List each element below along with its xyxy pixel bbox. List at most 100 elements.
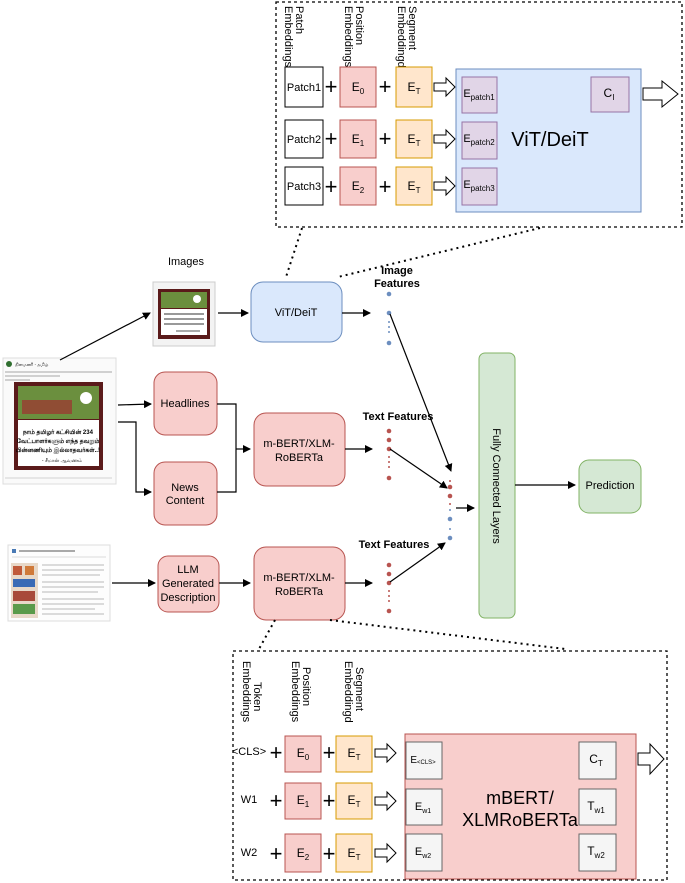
vit-seg-emb-2 bbox=[395, 166, 433, 206]
image-thumbnail bbox=[152, 281, 216, 347]
bert-header-token-line2: Embeddings bbox=[240, 661, 252, 723]
vit-pos-emb-0-label: E0 bbox=[352, 80, 365, 96]
patch2-label: Patch2 bbox=[287, 134, 321, 146]
bert-input-cls bbox=[405, 741, 443, 780]
llm-label-line3: Description bbox=[160, 592, 215, 604]
mbert-2-label-line2: RoBERTa bbox=[275, 586, 324, 598]
plus-icon: + bbox=[325, 126, 338, 151]
arrow-icon bbox=[374, 842, 397, 864]
text-features-label-1: Text Features bbox=[363, 411, 434, 423]
arrow-icon bbox=[433, 128, 456, 150]
vit-seg-emb-0 bbox=[395, 66, 433, 108]
vit-token-patch1 bbox=[461, 76, 498, 114]
zoom-line-vit-right bbox=[337, 227, 541, 278]
bert-header-segment: Segment Embeddingd bbox=[342, 661, 365, 723]
arrow-icon bbox=[433, 76, 456, 98]
vit-seg-emb-1 bbox=[395, 119, 433, 159]
plus-icon: + bbox=[323, 788, 336, 813]
vit-deit-box bbox=[250, 281, 343, 343]
bert-detail-panel: Token Embeddings Position Embeddings Seg… bbox=[232, 650, 668, 881]
bert-input-w1 bbox=[405, 788, 443, 826]
mbert-encoder-label-line1: mBERT/ bbox=[486, 788, 554, 808]
llm-description-box bbox=[157, 555, 220, 613]
arrow-icon bbox=[374, 790, 397, 812]
bert-seg-emb-1 bbox=[335, 782, 373, 820]
merge-bracket bbox=[217, 403, 237, 493]
patch2-box bbox=[284, 119, 324, 159]
bert-header-position: Position Embeddings bbox=[289, 661, 312, 723]
vit-token-patch1-label: Epatch1 bbox=[463, 88, 495, 102]
bert-seg-emb-0-label: ET bbox=[348, 746, 361, 762]
bert-header-position-line2: Embeddings bbox=[289, 661, 301, 723]
vit-header-patch-line1: Patch bbox=[293, 6, 305, 34]
bert-token-cls: <CLS> bbox=[232, 746, 266, 758]
plus-icon: + bbox=[270, 788, 283, 813]
vit-token-patch3 bbox=[461, 167, 498, 206]
bert-token-w2: W2 bbox=[241, 847, 258, 859]
output-arrow-icon bbox=[637, 742, 665, 776]
images-label: Images bbox=[168, 256, 205, 268]
patch1-label: Patch1 bbox=[287, 82, 321, 94]
vit-cls-output-label: CI bbox=[604, 86, 615, 102]
bert-header-token: Token Embeddings bbox=[240, 661, 263, 723]
bert-pos-emb-1-label: E1 bbox=[297, 793, 310, 809]
post-text-line1: நாம் தமிழர் கட்சியின் 234 bbox=[22, 429, 94, 436]
arrow-text-features2-to-concat bbox=[389, 542, 446, 583]
vit-pos-emb-0 bbox=[339, 66, 377, 108]
vit-token-patch3-label: Epatch3 bbox=[463, 179, 495, 193]
mbert-encoder-label-line2: XLMRoBERTa bbox=[462, 810, 579, 830]
llm-label-line2: Generated bbox=[162, 578, 214, 590]
mbert-1-label-line1: m-BERT/XLM- bbox=[263, 438, 335, 450]
news-post-thumbnail: தினமணி - தமிழ் நாம் தமிழர் கட்சியின் 234… bbox=[2, 357, 117, 485]
bert-output-ct-label: CT bbox=[589, 752, 603, 768]
vit-header-segment-line2: Embeddingd bbox=[395, 6, 407, 68]
bert-output-tw2 bbox=[578, 833, 617, 872]
bert-output-ct bbox=[578, 741, 617, 780]
plus-icon: + bbox=[270, 740, 283, 765]
vit-cls-output bbox=[590, 76, 630, 113]
bert-input-cls-label: E<CLS> bbox=[410, 755, 436, 766]
bert-header-position-line1: Position bbox=[300, 667, 312, 706]
vit-seg-emb-2-label: ET bbox=[408, 179, 421, 195]
plus-icon: + bbox=[323, 841, 336, 866]
post-header-text: தினமணி - தமிழ் bbox=[15, 362, 49, 367]
bert-output-tw2-label: Tw2 bbox=[587, 844, 605, 860]
bert-input-w2 bbox=[405, 833, 443, 872]
news-content-label-line1: News bbox=[171, 482, 199, 494]
bert-pos-emb-2 bbox=[284, 833, 322, 873]
vit-header-segment: Segment Embeddingd bbox=[395, 6, 418, 68]
patch1-box bbox=[284, 66, 324, 108]
prediction-label: Prediction bbox=[586, 480, 635, 492]
zoom-line-bert-left bbox=[258, 619, 276, 650]
fully-connected-layers-label: Fully Connected Layers bbox=[490, 428, 502, 544]
vit-seg-emb-0-label: ET bbox=[408, 80, 421, 96]
arrow-post-to-headlines bbox=[117, 400, 152, 409]
bert-header-token-line1: Token bbox=[251, 682, 263, 711]
concatenated-feature-vector bbox=[447, 480, 453, 541]
arrow-text-features1-to-concat bbox=[389, 448, 448, 489]
vit-token-patch2-label: Epatch2 bbox=[463, 133, 495, 147]
text-feature-vector-2 bbox=[386, 562, 392, 614]
arrow-post-to-image bbox=[59, 312, 151, 361]
zoom-line-vit-left bbox=[285, 227, 303, 278]
vit-header-position-line2: Embeddings bbox=[342, 6, 354, 68]
image-features-label-line2: Features bbox=[374, 278, 420, 290]
bert-seg-emb-1-label: ET bbox=[348, 793, 361, 809]
mbert-2-label-line1: m-BERT/XLM- bbox=[263, 572, 335, 584]
plus-icon: + bbox=[270, 841, 283, 866]
arrow-post-to-news-content bbox=[118, 421, 152, 496]
post-text-line2: வேட்பாளர்களும் எந்த தவறும் bbox=[17, 438, 100, 445]
bert-pos-emb-0 bbox=[284, 735, 322, 773]
vit-seg-emb-1-label: ET bbox=[408, 132, 421, 148]
arrow-image-features-to-concat bbox=[389, 313, 453, 472]
bert-pos-emb-0-label: E0 bbox=[297, 746, 310, 762]
bert-header-segment-line2: Embeddingd bbox=[342, 661, 354, 723]
plus-icon: + bbox=[323, 740, 336, 765]
plus-icon: + bbox=[325, 74, 338, 99]
bert-header-segment-line1: Segment bbox=[353, 667, 365, 711]
text-feature-vector-1 bbox=[386, 428, 392, 481]
post-footer-text: - சீமான் ஆவணம் bbox=[42, 458, 82, 464]
plus-icon: + bbox=[379, 174, 392, 199]
patch3-box bbox=[284, 166, 324, 206]
